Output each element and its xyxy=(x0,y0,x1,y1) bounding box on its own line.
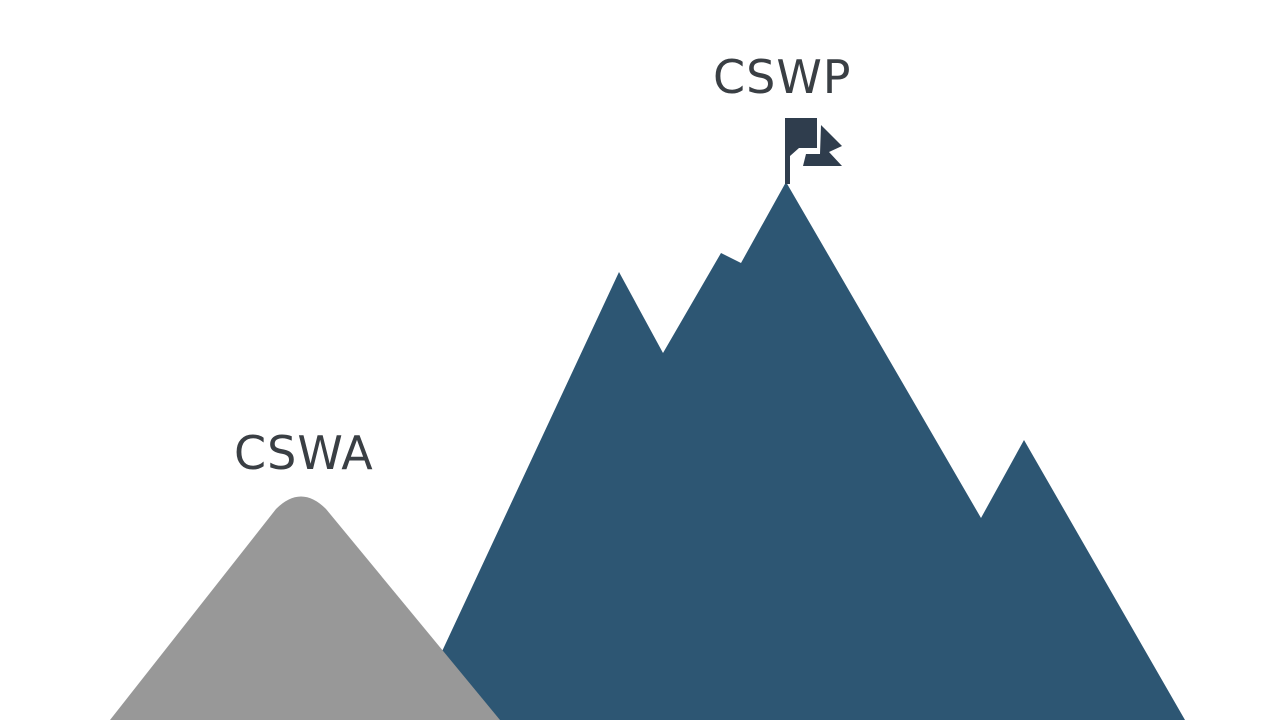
low-mountain xyxy=(110,496,500,720)
low-peak-label: CSWA xyxy=(234,426,374,480)
high-peak-label: CSWP xyxy=(713,50,852,104)
flag-icon xyxy=(785,118,842,184)
high-mountain xyxy=(410,182,1185,720)
